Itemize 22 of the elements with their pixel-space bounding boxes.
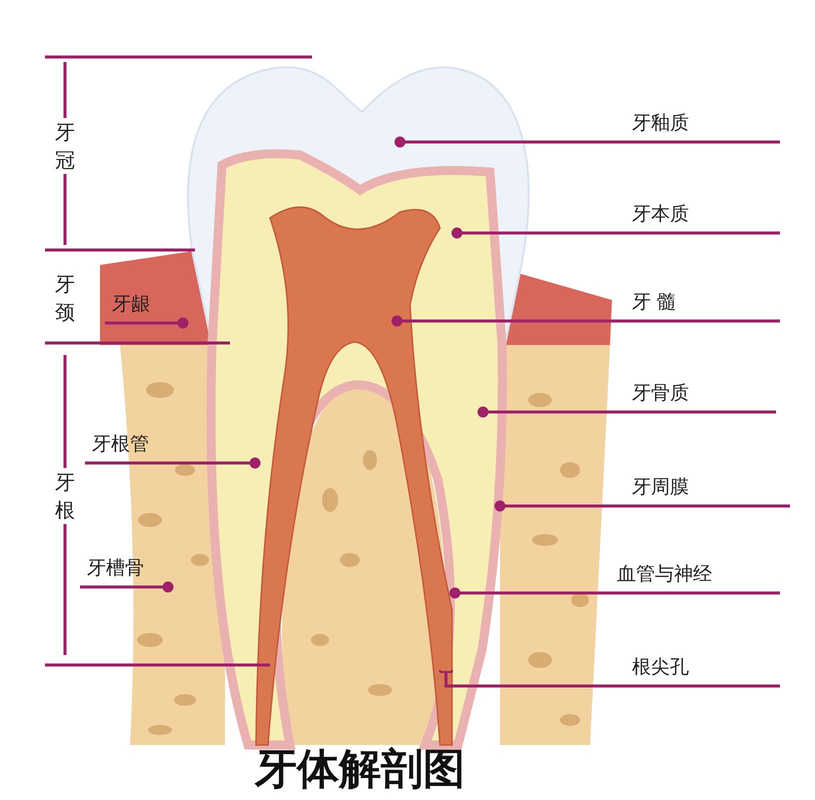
title: 牙体解剖图	[253, 744, 466, 794]
leader-line	[105, 318, 188, 328]
part-label: 牙槽骨	[80, 557, 160, 587]
part-label: 牙釉质	[632, 112, 689, 142]
region-label: 牙冠	[53, 118, 77, 174]
part-label: 牙骨质	[632, 382, 689, 412]
leader-line	[494, 500, 792, 512]
part-label: 血管与神经	[617, 563, 712, 593]
leader-line	[394, 136, 782, 148]
leader-line	[85, 458, 260, 468]
leader-line	[80, 582, 174, 592]
part-label: 牙根管	[85, 433, 165, 463]
part-label: 牙周膜	[632, 476, 689, 506]
part-label: 根尖孔	[632, 656, 689, 686]
leader-line	[450, 588, 782, 598]
leader-line	[478, 406, 778, 418]
part-label: 牙本质	[632, 203, 689, 233]
leader-line	[452, 228, 782, 238]
part-label: 牙 髓	[632, 291, 676, 321]
part-label: 牙龈	[105, 293, 167, 323]
leader-line	[392, 316, 782, 326]
region-label: 牙根	[53, 468, 77, 524]
